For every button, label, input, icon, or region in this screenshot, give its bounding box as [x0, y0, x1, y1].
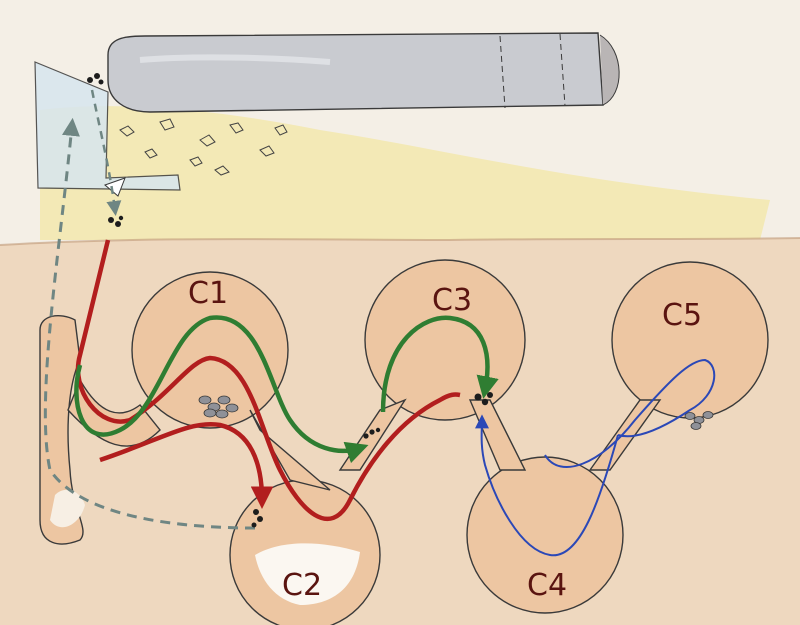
ant-in-arena — [87, 73, 104, 85]
ant-in-c3 — [474, 392, 493, 406]
chamber-label-c4: C4 — [527, 568, 567, 603]
green-path — [74, 315, 369, 464]
nest-tunnels — [39, 259, 769, 625]
blue-path — [474, 414, 619, 557]
food-crumbs — [119, 118, 288, 176]
chamber-label-c3: C3 — [432, 283, 472, 318]
blue-path-loop — [544, 358, 716, 469]
soil-surface-line — [0, 237, 800, 246]
ant-between-c1-c3 — [363, 427, 381, 439]
chamber-label-c5: C5 — [662, 298, 702, 333]
feeding-arena — [34, 61, 181, 191]
food-area — [40, 106, 770, 240]
brood-pile-c1 — [198, 395, 239, 419]
brood-pile-c5 — [684, 411, 714, 430]
test-tube — [107, 32, 620, 113]
red-path — [75, 239, 461, 522]
chamber-c2-empty-area — [255, 543, 360, 605]
green-path-c3 — [380, 315, 499, 413]
dashed-return-path — [43, 117, 256, 530]
red-path-branch — [99, 422, 274, 509]
chamber-label-c1: C1 — [188, 276, 228, 311]
tunnel-empty-area — [50, 489, 85, 528]
chamber-label-c2: C2 — [282, 568, 322, 603]
ant-at-entrance — [108, 215, 124, 227]
ant-near-c2 — [251, 509, 263, 528]
dashed-descent-path — [90, 89, 122, 216]
